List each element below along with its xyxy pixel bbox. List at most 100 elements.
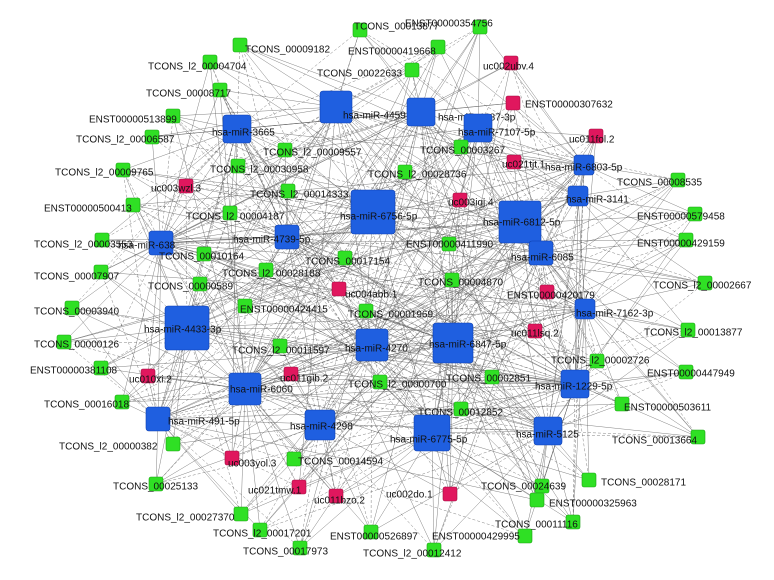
lncrna-node: TCONS_00010164 xyxy=(159,246,244,263)
edge xyxy=(460,164,585,410)
edge xyxy=(160,61,211,244)
edge xyxy=(160,242,526,537)
lncrna-node: TCONS_l2_00003553 xyxy=(34,232,133,251)
edge xyxy=(239,44,288,238)
node-label: TCONS_00022633 xyxy=(317,69,402,80)
edge xyxy=(151,136,162,244)
edge xyxy=(155,252,542,485)
edge xyxy=(151,136,288,238)
circrna-node: ENST00000307632 xyxy=(505,95,613,111)
edge xyxy=(100,211,374,369)
node-label: TCONS_l2_00004187 xyxy=(186,212,285,223)
edge xyxy=(157,135,597,420)
edge xyxy=(584,308,699,438)
edge xyxy=(157,403,623,420)
edge xyxy=(121,242,162,403)
node-label: ENST00000526897 xyxy=(330,532,418,543)
edge xyxy=(540,252,687,373)
node-shape xyxy=(588,128,604,144)
node-shape xyxy=(277,142,293,158)
edge xyxy=(452,342,576,385)
node-shape xyxy=(363,524,379,540)
lncrna-node: TCONS_l2_00014333 xyxy=(250,183,349,201)
node-label: uc002do.1 xyxy=(386,490,433,501)
edge xyxy=(298,432,433,488)
edge xyxy=(160,213,696,244)
edge xyxy=(460,221,521,410)
edge xyxy=(160,236,288,244)
node-label: TCONS_l2_00030958 xyxy=(210,165,309,176)
edge xyxy=(572,383,576,523)
node-label: ENST00000325963 xyxy=(549,499,637,510)
edge xyxy=(231,111,422,459)
edge xyxy=(236,128,579,197)
edge xyxy=(584,308,687,373)
lncrna-node: TCONS_00001969 xyxy=(348,303,433,321)
edge xyxy=(160,106,337,244)
edge xyxy=(547,430,699,438)
edge xyxy=(160,239,687,244)
node-shape xyxy=(125,197,141,213)
edge xyxy=(244,388,300,488)
edge xyxy=(372,211,450,245)
node-shape xyxy=(442,486,458,502)
node-shape xyxy=(202,54,218,70)
node-shape xyxy=(145,406,171,432)
node-label: TCONS_l2_00017201 xyxy=(213,529,312,540)
edge xyxy=(583,164,687,241)
lncrna-node: TCONS_l2_00028736 xyxy=(368,164,467,181)
edge xyxy=(449,430,549,495)
edge xyxy=(160,211,374,244)
edge xyxy=(513,161,579,197)
edge xyxy=(431,432,543,487)
lncrna-node: TCONS_l2_00027370 xyxy=(136,506,249,524)
edge xyxy=(479,26,585,166)
node-shape xyxy=(453,401,469,417)
edge xyxy=(160,135,597,244)
edge xyxy=(574,371,687,385)
node-shape xyxy=(222,205,238,221)
edge xyxy=(132,204,373,346)
node-label: hsa-miR-1229-5p xyxy=(535,382,613,393)
edge xyxy=(335,252,542,497)
circrna-node: uc002ubv.4 xyxy=(483,55,534,73)
lncrna-node: ENST00000500413 xyxy=(44,197,141,215)
edge xyxy=(71,307,159,420)
edge xyxy=(583,164,696,215)
edge xyxy=(244,164,585,307)
edge xyxy=(319,424,435,551)
edge xyxy=(219,89,576,385)
node-label: hsa-miR-491-5p xyxy=(168,417,240,428)
edge xyxy=(299,424,321,549)
edge xyxy=(151,136,521,223)
edge xyxy=(286,236,381,383)
node-shape xyxy=(93,360,109,376)
node-label: TCONS_l2_00028188 xyxy=(222,269,321,280)
edge xyxy=(572,164,585,523)
edge xyxy=(244,46,439,390)
node-label: TCONS_l2_00027370 xyxy=(136,513,235,524)
edge xyxy=(199,221,521,285)
edge xyxy=(244,388,337,497)
edge xyxy=(577,195,586,310)
edge xyxy=(420,111,461,201)
edge xyxy=(365,310,433,434)
edge xyxy=(121,388,246,403)
node-shape xyxy=(517,528,533,544)
edge xyxy=(244,388,301,549)
lncrna-node: TCONS_00025133 xyxy=(113,476,198,493)
edge xyxy=(160,89,221,244)
node-label: uc010xi.2 xyxy=(129,375,172,386)
edge xyxy=(574,383,699,438)
node-label: TCONS_00016018 xyxy=(44,400,129,411)
node-label: TCONS_00003940 xyxy=(34,307,119,318)
edge xyxy=(540,252,623,405)
edge xyxy=(160,190,289,244)
node-label: TCONS_l2_00002667 xyxy=(653,281,752,292)
lncrna-node: ENST00000503611 xyxy=(614,396,712,414)
node-label: hsa-miR-4739-5p xyxy=(233,235,311,246)
node-shape xyxy=(574,298,596,320)
node-label: uc021tmw.1 xyxy=(248,486,302,497)
node-label: ENST00000381108 xyxy=(30,366,118,377)
lncrna-node: TCONS_00022633 xyxy=(317,62,420,80)
